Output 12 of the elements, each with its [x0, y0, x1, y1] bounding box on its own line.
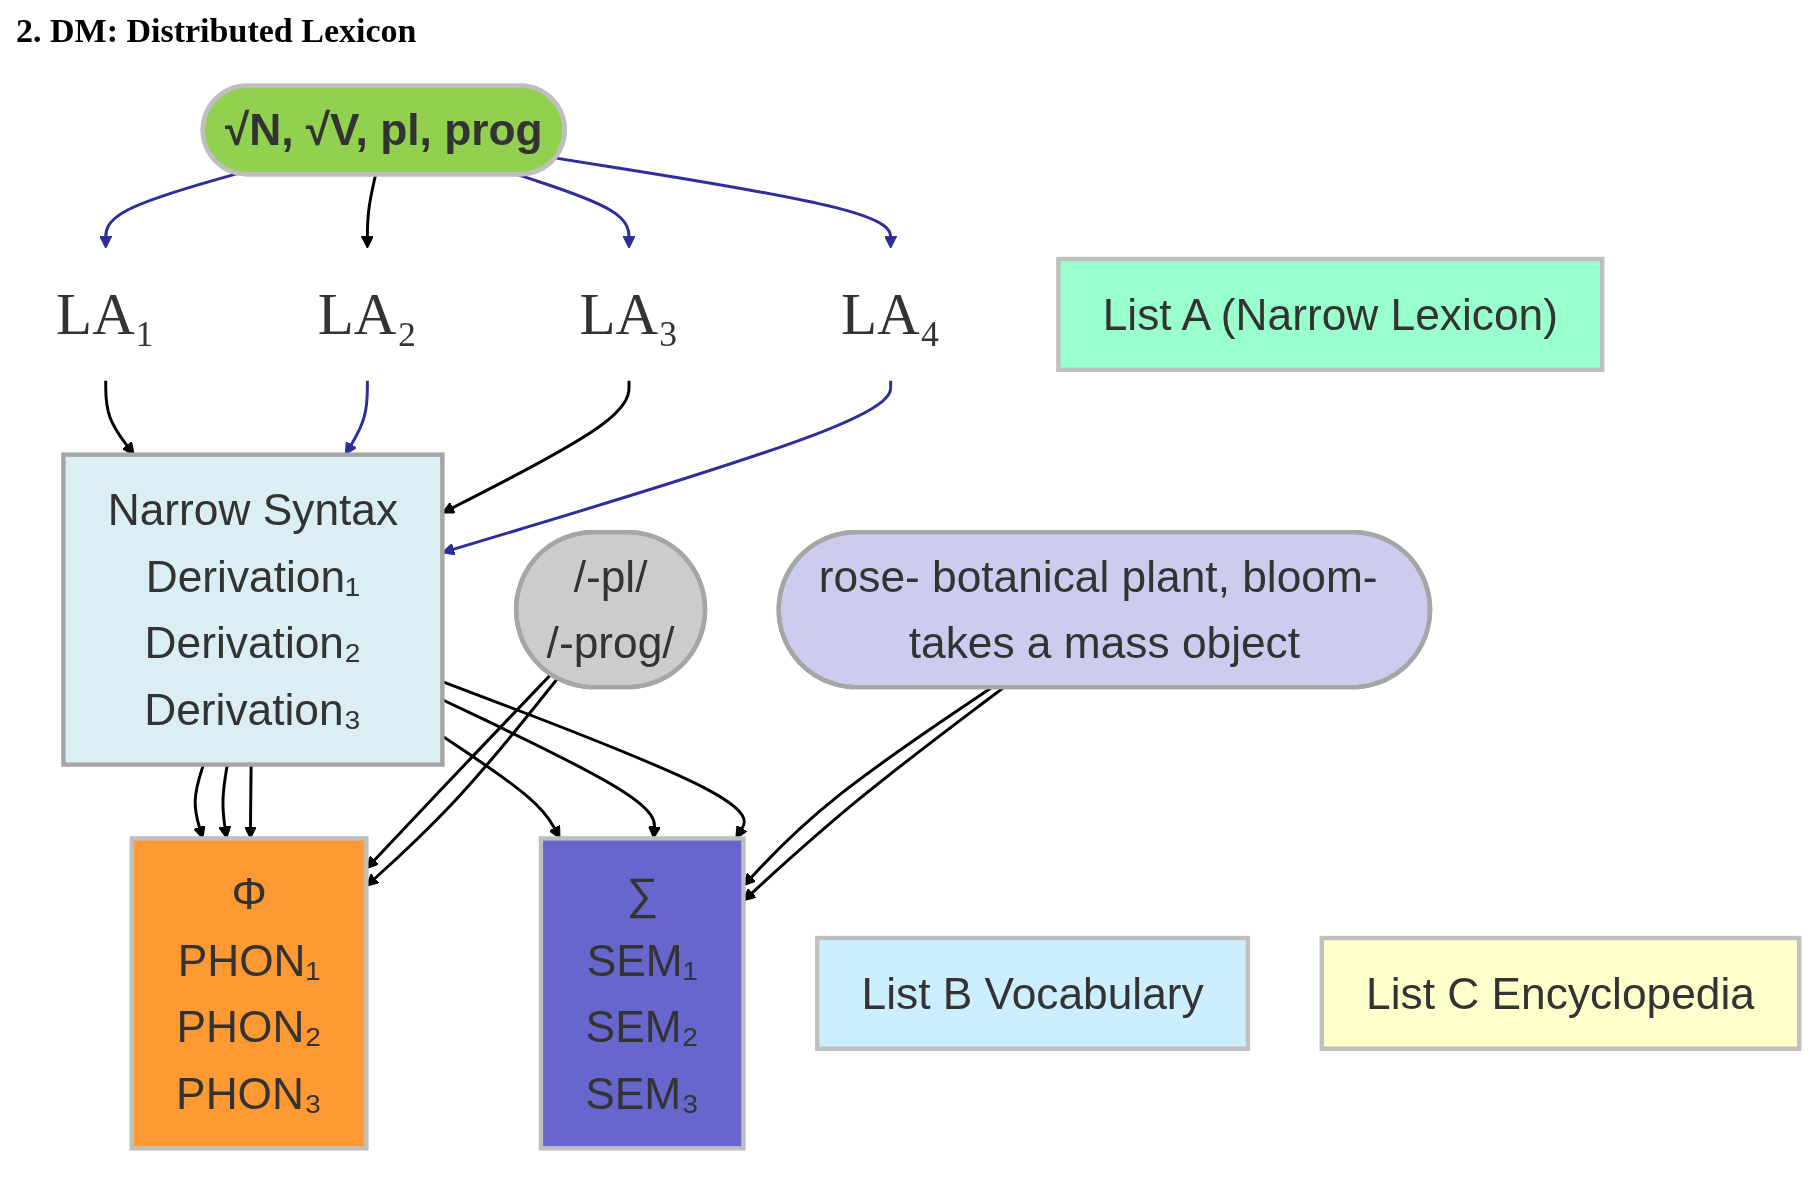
- node-box: List B Vocabulary: [815, 935, 1251, 1051]
- arrow: [517, 173, 636, 249]
- node-text: LA₁: [56, 280, 156, 347]
- node-text: LA₄: [841, 280, 941, 347]
- node-box: List C Encyclopedia: [1319, 935, 1802, 1051]
- node-text: LA₃: [579, 280, 679, 347]
- node-box: List A (Narrow Lexicon): [1056, 256, 1605, 372]
- node-text: LA₂: [317, 280, 418, 347]
- node-box: Narrow Syntax Derivation₁ Derivation₂ Derivation₃: [61, 452, 445, 767]
- node-box: Φ PHON₁ PHON₂ PHON₃: [129, 836, 369, 1151]
- title: 2. DM: Distributed Lexicon: [15, 11, 418, 51]
- node-box: ∑ SEM₁ SEM₂ SEM₃: [538, 836, 746, 1151]
